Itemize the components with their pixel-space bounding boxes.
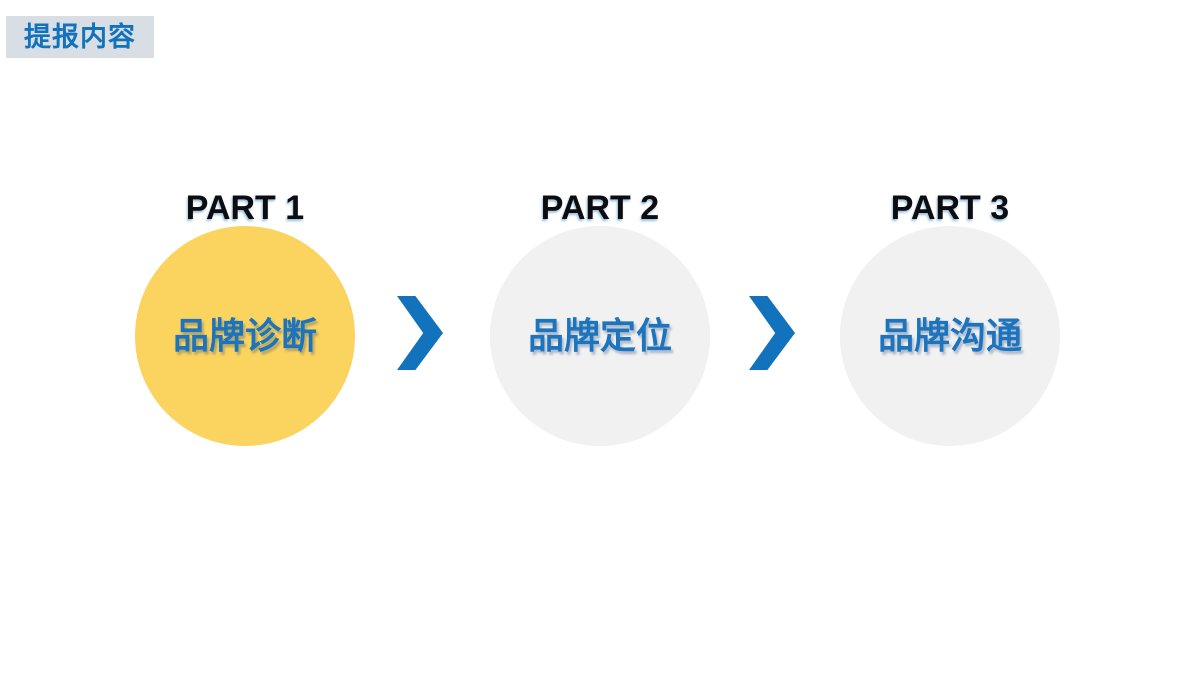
part3-circle: 品牌沟通 [840,226,1060,446]
part3-label: PART 3 [890,189,1010,227]
chevron-right-icon [397,296,443,370]
part1-title: 品牌诊断 [172,315,317,356]
part3-title: 品牌沟通 [877,315,1022,356]
part1-circle: 品牌诊断 [135,226,355,446]
chevron-right-icon [749,296,795,370]
slide-topic-badge: 提报内容 [6,16,154,58]
process-step-part3: PART 3 品牌沟通 [840,190,1060,446]
part2-circle: 品牌定位 [490,226,710,446]
process-step-part1: PART 1 品牌诊断 [135,190,355,446]
part2-label: PART 2 [540,189,660,227]
part2-title: 品牌定位 [527,315,672,356]
process-step-part2: PART 2 品牌定位 [490,190,710,446]
part1-label: PART 1 [185,189,305,227]
slide-topic-badge-label: 提报内容 [24,21,136,52]
